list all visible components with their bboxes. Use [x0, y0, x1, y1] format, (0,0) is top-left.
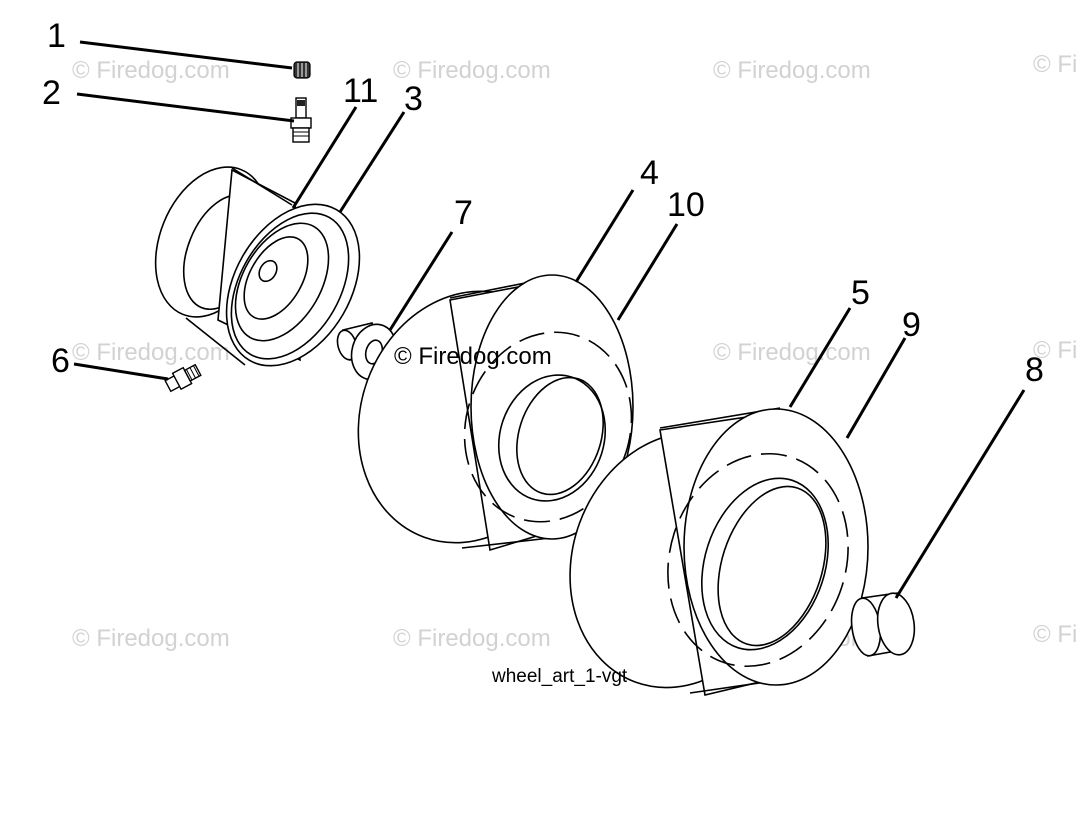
leader-line-11 [291, 106, 358, 209]
watermark: © Firedog.com [393, 625, 551, 652]
leader-line-9 [845, 337, 907, 439]
part-tire-rear [569, 407, 869, 696]
callout-labels: 1 2 11 3 7 4 10 6 5 9 8 [42, 17, 1044, 389]
watermark: © Firedog.com [713, 339, 871, 366]
leader-line-6 [73, 362, 169, 381]
leader-lines [73, 40, 1026, 599]
watermark-partial: © Fi [1033, 337, 1077, 364]
part-valve-stem [290, 97, 312, 143]
watermark: © Firedog.com [72, 57, 230, 84]
part-grease-fitting [164, 363, 202, 393]
leader-line-7 [388, 231, 454, 331]
part-tire-front [357, 274, 634, 552]
leader-line-3 [338, 111, 406, 213]
watermark: © Firedog.com [72, 625, 230, 652]
leader-line-5 [788, 307, 852, 408]
callout-4: 4 [640, 154, 659, 192]
watermark-partial: © Fi [1033, 621, 1077, 648]
watermark-overlay: © Firedog.com [394, 343, 552, 370]
callout-8: 8 [1025, 351, 1044, 389]
callout-5: 5 [851, 274, 870, 312]
watermark: © Firedog.com [713, 57, 871, 84]
callout-9: 9 [902, 306, 921, 344]
leader-line-1 [79, 40, 293, 70]
leader-line-10 [616, 223, 679, 321]
part-hub-cap [850, 592, 916, 657]
callout-2: 2 [42, 74, 61, 112]
leader-line-8 [894, 389, 1026, 599]
callout-6: 6 [51, 342, 70, 380]
callout-11: 11 [343, 72, 378, 110]
callout-10: 10 [667, 186, 705, 224]
figure-caption: wheel_art_1-vgt [491, 666, 628, 687]
callout-1: 1 [47, 17, 66, 55]
watermark: © Firedog.com [393, 57, 551, 84]
part-valve-cap [293, 61, 311, 79]
leader-line-2 [76, 92, 295, 123]
part-wheel-rim [154, 166, 361, 367]
leader-line-4 [574, 189, 635, 283]
watermark-partial: © Fi [1033, 51, 1077, 78]
callout-7: 7 [454, 194, 473, 232]
watermark: © Firedog.com [72, 339, 230, 366]
callout-3: 3 [404, 80, 423, 118]
